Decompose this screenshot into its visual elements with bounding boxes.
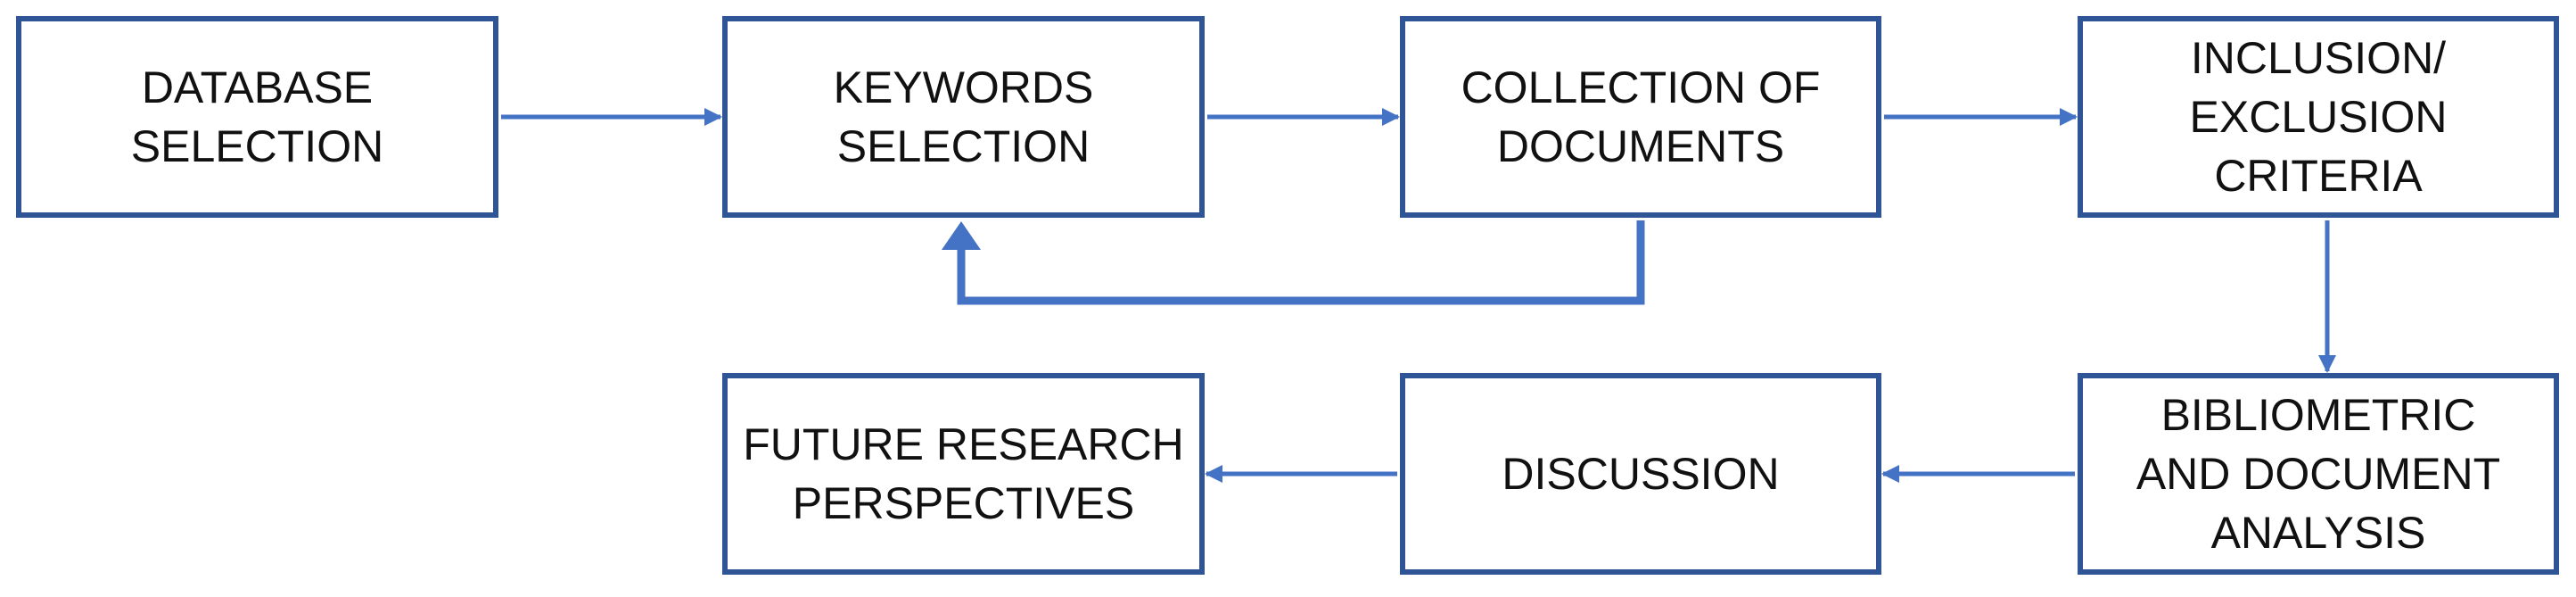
bibliometric-analysis-label: BIBLIOMETRIC AND DOCUMENT ANALYSIS [2136,390,2501,558]
future-research-perspectives-label: FUTURE RESEARCH PERSPECTIVES [743,419,1184,528]
collection-of-documents-label: COLLECTION OF DOCUMENTS [1461,62,1821,171]
database-selection-label: DATABASE SELECTION [130,62,384,171]
arrow-loop-head [942,221,981,250]
keywords-selection-label: KEYWORDS SELECTION [833,62,1094,171]
database-selection-box: DATABASE SELECTION [16,16,498,218]
discussion-label: DISCUSSION [1502,449,1780,499]
inclusion-exclusion-criteria-label: INCLUSION/ EXCLUSION CRITERIA [2189,33,2448,201]
bibliometric-analysis-box: BIBLIOMETRIC AND DOCUMENT ANALYSIS [2078,373,2559,575]
future-research-perspectives-box: FUTURE RESEARCH PERSPECTIVES [722,373,1205,575]
arrow-collection-to-keywords-loop [957,220,1645,305]
keywords-selection-box: KEYWORDS SELECTION [722,16,1205,218]
inclusion-exclusion-criteria-box: INCLUSION/ EXCLUSION CRITERIA [2078,16,2559,218]
discussion-box: DISCUSSION [1400,373,1881,575]
collection-of-documents-box: COLLECTION OF DOCUMENTS [1400,16,1881,218]
